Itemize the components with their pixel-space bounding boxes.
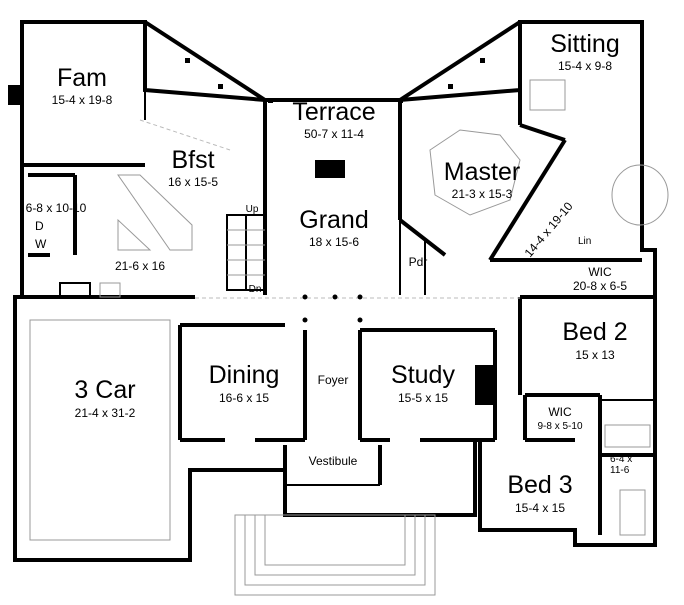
- bed3-name: Bed 3: [507, 471, 572, 499]
- columns: [185, 58, 485, 323]
- bed2-name: Bed 2: [562, 318, 627, 346]
- bfst-size: 16 x 15-5: [168, 175, 218, 189]
- master-bath-size: 14-4 x 19-10: [522, 199, 576, 260]
- garage-name: 3 Car: [74, 376, 135, 404]
- bath3-size-a: 6-4 x: [610, 454, 632, 465]
- master-size: 21-3 x 15-3: [452, 187, 513, 201]
- fixtures: [8, 79, 669, 596]
- grand-name: Grand: [299, 206, 368, 234]
- bed3-size: 15-4 x 15: [515, 501, 565, 515]
- terrace-size: 50-7 x 11-4: [304, 127, 364, 141]
- fam-size: 15-4 x 19-8: [52, 93, 113, 107]
- grand-size: 18 x 15-6: [309, 235, 359, 249]
- room-labels: Fam 15-4 x 19-8 Terrace 50-7 x 11-4 Sitt…: [26, 30, 633, 515]
- sitting-name: Sitting: [550, 30, 619, 58]
- laundry-size-label: 6-8 x 10-10: [26, 201, 87, 215]
- powder-room-label: Pdr: [409, 255, 428, 269]
- dining-size: 16-6 x 15: [219, 391, 269, 405]
- study-name: Study: [391, 361, 455, 389]
- bed2-size: 15 x 13: [575, 348, 615, 362]
- master-wic-size: 20-8 x 6-5: [573, 279, 627, 293]
- foyer-name: Foyer: [318, 373, 349, 387]
- vestibule-name: Vestibule: [309, 454, 358, 468]
- wic3-size: 9-8 x 5-10: [537, 421, 582, 432]
- stair-down-label: Dn: [249, 284, 262, 295]
- terrace-name: Terrace: [292, 98, 375, 126]
- dryer-label: D: [35, 219, 44, 233]
- linen-label: Lin: [578, 236, 591, 247]
- master-wic-name: WIC: [588, 265, 612, 279]
- study-size: 15-5 x 15: [398, 391, 448, 405]
- washer-label: W: [35, 237, 47, 251]
- sitting-size: 15-4 x 9-8: [558, 59, 612, 73]
- dining-name: Dining: [209, 361, 280, 389]
- stair-up-label: Up: [246, 204, 259, 215]
- bath3-size-b: 11-6: [610, 465, 630, 476]
- wic3-name: WIC: [548, 405, 572, 419]
- bfst-name: Bfst: [171, 146, 214, 174]
- fam-name: Fam: [57, 64, 107, 92]
- master-name: Master: [444, 158, 520, 186]
- interior-walls: [15, 90, 655, 535]
- kitchen-size: 21-6 x 16: [115, 259, 165, 273]
- garage-size: 21-4 x 31-2: [75, 406, 136, 420]
